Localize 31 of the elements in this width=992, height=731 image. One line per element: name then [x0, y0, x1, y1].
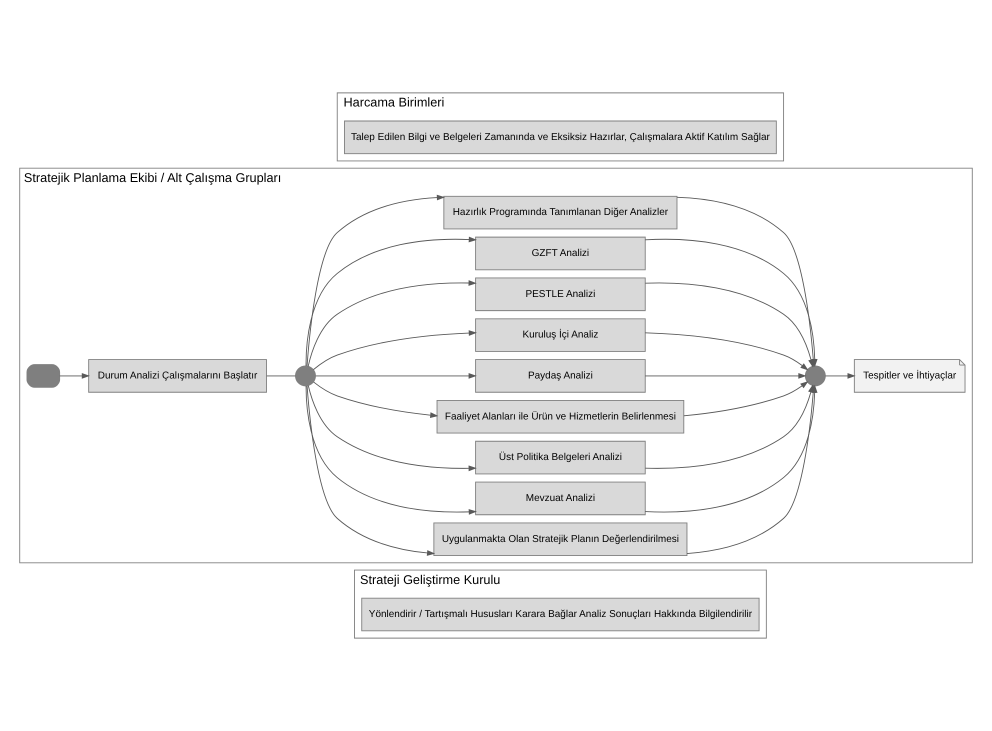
- connector: [266, 375, 296, 376]
- arrow: [825, 373, 856, 379]
- arrow: [59, 373, 90, 379]
- node-box: Hazırlık Programında Tanımlanan Diğer Analizler: [443, 196, 678, 230]
- node-circle: [804, 366, 826, 386]
- arrow: [306, 386, 477, 515]
- arrow: [312, 330, 477, 370]
- arrow: [644, 332, 808, 370]
- arrow: [315, 373, 477, 379]
- arrow: [683, 381, 808, 416]
- node-box: Talep Edilen Bilgi ve Belgeleri Zamanında ve Eksiksiz Hazırlar, Çalışmalara Aktif Katılım Sağlar: [344, 120, 777, 154]
- node-box: Yönlendirir / Tartışmalı Hususları Karara Bağlar Analiz Sonuçları Hakkında Bilgilendirilir: [361, 598, 760, 632]
- node-box: Üst Politika Belgeleri Analizi: [475, 440, 646, 474]
- node-box: GZFT Analizi: [475, 236, 646, 270]
- node-box: Uygulanmakta Olan Stratejik Planın Değerlendirilmesi: [433, 522, 688, 556]
- node-box: Paydaş Analizi: [475, 359, 646, 393]
- arrow: [306, 236, 477, 366]
- arrow: [308, 385, 477, 472]
- node-box: [26, 364, 60, 388]
- arrow: [644, 373, 806, 379]
- node-circle: [295, 366, 316, 386]
- node-box: Kuruluş İçi Analiz: [475, 318, 646, 352]
- arrow: [644, 384, 814, 469]
- node-box: Durum Analizi Çalışmalarını Başlatır: [88, 359, 267, 393]
- arrow: [306, 194, 446, 366]
- node-box: PESTLE Analizi: [475, 278, 646, 312]
- node-box: Mevzuat Analizi: [475, 482, 646, 516]
- arrow: [313, 381, 438, 418]
- arrow: [308, 280, 477, 367]
- node-box: Faaliyet Alanları ile Ürün ve Hizmetlerin Belirlenmesi: [436, 400, 684, 434]
- arrow: [306, 386, 436, 556]
